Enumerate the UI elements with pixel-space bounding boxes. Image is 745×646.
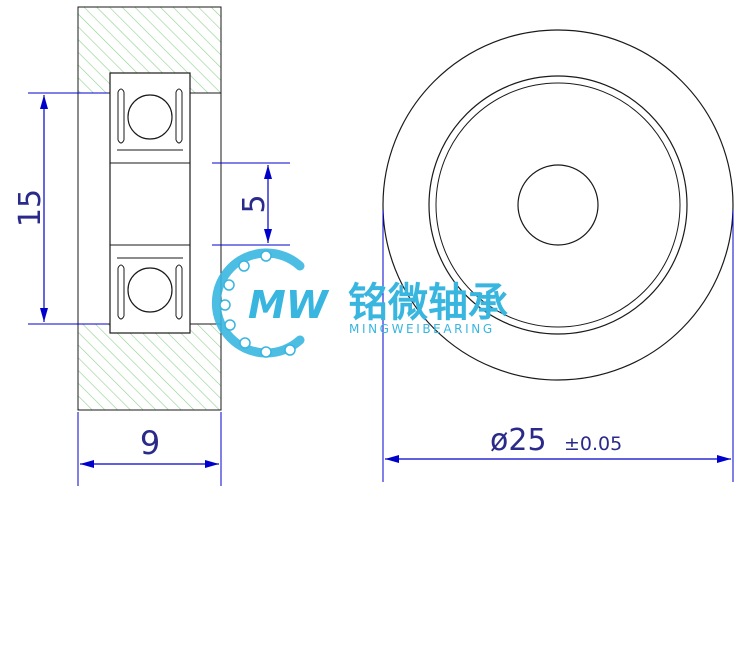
dimension-diameter-25: ø25 ±0.05 <box>382 210 734 482</box>
brand-logo-icon: MW <box>211 248 330 358</box>
lower-ball-group <box>117 264 183 320</box>
brand-watermark: MW 铭微轴承 MINGWEIBEARING <box>211 248 508 358</box>
brand-name-cn: 铭微轴承 <box>348 280 508 326</box>
tyre-section-bottom <box>77 323 222 411</box>
dimension-height-15: 15 <box>13 92 108 325</box>
lower-ball <box>127 267 173 313</box>
height-label: 15 <box>13 189 48 227</box>
upper-ball-group <box>117 88 183 144</box>
bore-label: 5 <box>237 194 272 213</box>
dimension-bore-5: 5 <box>212 162 290 246</box>
logo-text: MW <box>248 283 330 327</box>
bearing-shield-circle <box>435 82 681 328</box>
upper-ball <box>127 94 173 140</box>
dimension-width-9: 9 <box>77 412 222 486</box>
brand-name-en: MINGWEIBEARING <box>349 322 495 336</box>
diameter-label: ø25 <box>490 423 547 458</box>
width-label: 9 <box>140 424 160 462</box>
tolerance-label: ±0.05 <box>564 433 622 455</box>
section-view <box>77 6 222 411</box>
front-view <box>382 29 734 381</box>
bore-circle <box>517 164 599 246</box>
tyre-outer-circle <box>382 29 734 381</box>
bearing-outer-circle <box>428 75 688 335</box>
